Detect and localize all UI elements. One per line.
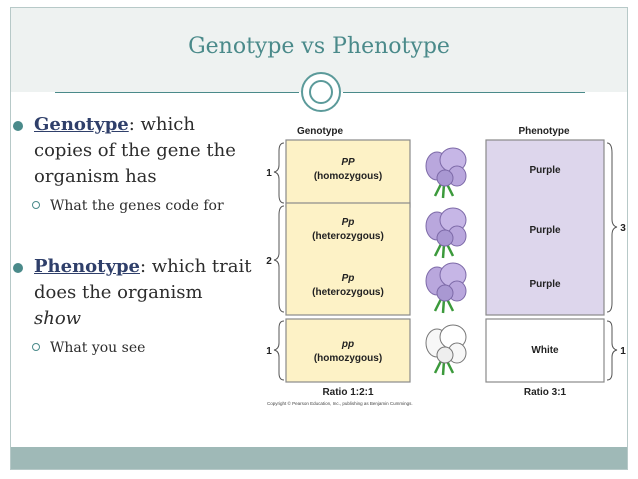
genotype-code: Pp [342,273,355,284]
genotype-code: Pp [342,217,355,228]
bullet-marker [13,121,23,131]
bullet-phenotype: Phenotype: which trait does the organism… [12,254,252,332]
bullet-genotype: Genotype: which copies of the gene the o… [12,112,252,190]
genotype-phenotype-figure: Genotype Phenotype PP (homozygous) Pp (h… [257,115,638,410]
title-ring-inner [309,80,333,104]
right-count: 1 [620,346,626,357]
genotype-header: Genotype [297,126,344,137]
sub-bullet-phenotype: What you see [12,338,252,358]
sub-bullet-genotype: What the genes code for [12,196,252,216]
term-genotype: Genotype [34,114,129,135]
title-ring-ornament [301,72,341,112]
bullet-marker [13,263,23,273]
sub-bullet-phenotype-text: What you see [50,340,145,356]
left-count: 1 [266,346,272,357]
genotype-cell-pp-recessive [286,319,410,382]
footer-band [11,447,627,469]
title-divider-left [55,92,299,93]
genotype-zygosity: (homozygous) [314,353,382,364]
phenotype-label: White [531,345,559,356]
right-brace-2 [607,321,617,380]
sub-bullet-genotype-text: What the genes code for [50,198,224,214]
left-count: 1 [266,168,272,179]
right-count: 3 [620,223,626,234]
sub-bullet-marker [32,201,40,209]
genotype-zygosity: (homozygous) [314,171,382,182]
left-count: 2 [266,256,272,267]
phenotype-label: Purple [529,165,561,176]
phenotype-ratio: Ratio 3:1 [524,387,567,398]
bullet-list: Genotype: which copies of the gene the o… [12,112,252,358]
genotype-code: PP [341,157,355,168]
genotype-zygosity: (heterozygous) [312,231,384,242]
bullet-phenotype-emphasis: show [34,308,81,329]
genotype-zygosity: (heterozygous) [312,287,384,298]
copyright-notice: Copyright © Pearson Education, Inc., pub… [267,400,413,406]
phenotype-header: Phenotype [518,126,570,137]
term-phenotype: Phenotype [34,256,140,277]
phenotype-label: Purple [529,225,561,236]
sub-bullet-marker [32,343,40,351]
genotype-code: pp [341,339,354,350]
phenotype-label: Purple [529,279,561,290]
genotype-ratio: Ratio 1:2:1 [322,387,374,398]
title-divider-right [343,92,585,93]
slide-title: Genotype vs Phenotype [11,34,627,59]
right-brace-1 [607,143,617,312]
